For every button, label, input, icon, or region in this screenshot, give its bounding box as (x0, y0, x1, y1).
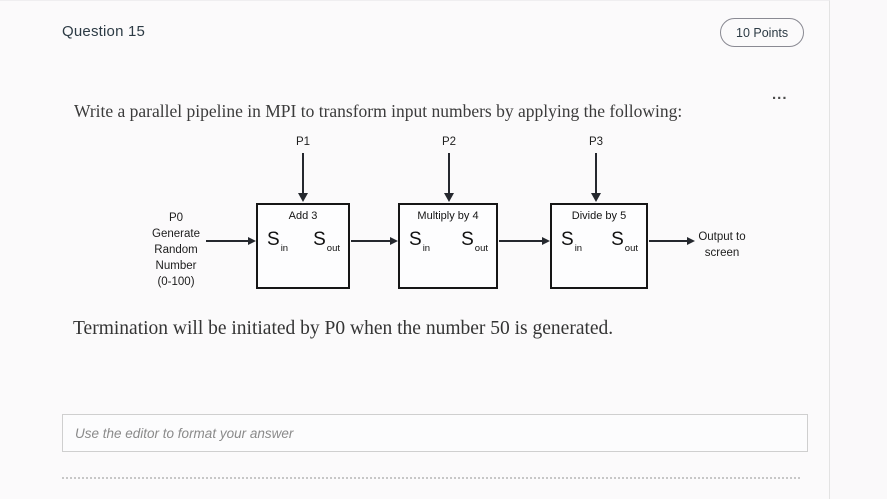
stage-input-port: Sin (561, 229, 583, 254)
arrow-p3-line (595, 153, 597, 195)
stage-output-port: Sout (611, 229, 638, 254)
points-badge: 10 Points (720, 18, 805, 47)
points-badge-label: 10 Points (736, 25, 789, 40)
process-label-p3: P3 (588, 136, 604, 148)
output-line: Output to (698, 231, 746, 243)
question-prompt: Write a parallel pipeline in MPI to tran… (74, 101, 683, 121)
more-options-icon[interactable]: ... (772, 86, 788, 103)
arrow-p3-head (591, 193, 601, 202)
question-panel: Question 15 10 Points ... Write a parall… (0, 0, 830, 499)
process-label-p2: P2 (441, 136, 457, 148)
stage-box-divide: Divide by 5 Sin Sout (550, 203, 648, 289)
source-line: Random (154, 244, 198, 256)
section-dotted-divider (62, 477, 800, 479)
source-line: (0-100) (157, 276, 195, 288)
arrow-stage2-to-stage3-head (542, 236, 550, 245)
stage-input-port: Sin (267, 229, 289, 254)
stage-operation-label: Multiply by 4 (417, 210, 479, 222)
right-side-strip (830, 0, 887, 499)
arrow-p2-head (444, 193, 454, 202)
stage-box-add: Add 3 Sin Sout (256, 203, 350, 289)
stage-output-port: Sout (461, 229, 488, 254)
arrow-stage1-to-stage2-head (390, 236, 398, 245)
output-line: screen (704, 247, 740, 259)
pipeline-diagram: P1 P2 P3 P0 Generate Random Number (0-10… (0, 136, 830, 308)
stage-box-multiply: Multiply by 4 Sin Sout (398, 203, 498, 289)
stage-output-port: Sout (313, 229, 340, 254)
source-process-name: P0 (168, 212, 184, 224)
arrow-p1-head (298, 193, 308, 202)
question-title: Question 15 (62, 23, 146, 40)
arrow-stage3-to-output-line (649, 240, 688, 242)
arrow-p1-line (302, 153, 304, 195)
arrow-stage2-to-stage3-line (499, 240, 543, 242)
stage-input-port: Sin (409, 229, 431, 254)
arrow-stage1-to-stage2-line (351, 240, 391, 242)
process-label-p1: P1 (295, 136, 311, 148)
arrow-stage3-to-output-head (687, 236, 695, 245)
source-process-block: P0 Generate Random Number (0-100) (126, 210, 226, 290)
answer-editor-input[interactable] (62, 414, 808, 452)
source-line: Generate (152, 228, 200, 240)
termination-note: Termination will be initiated by P0 when… (73, 318, 614, 339)
output-block: Output to screen (690, 229, 754, 261)
source-line: Number (155, 260, 197, 272)
arrow-p2-line (448, 153, 450, 195)
arrow-source-to-stage1-head (248, 236, 256, 245)
stage-operation-label: Add 3 (288, 210, 318, 222)
arrow-source-to-stage1-line (206, 240, 249, 242)
stage-operation-label: Divide by 5 (571, 210, 627, 222)
